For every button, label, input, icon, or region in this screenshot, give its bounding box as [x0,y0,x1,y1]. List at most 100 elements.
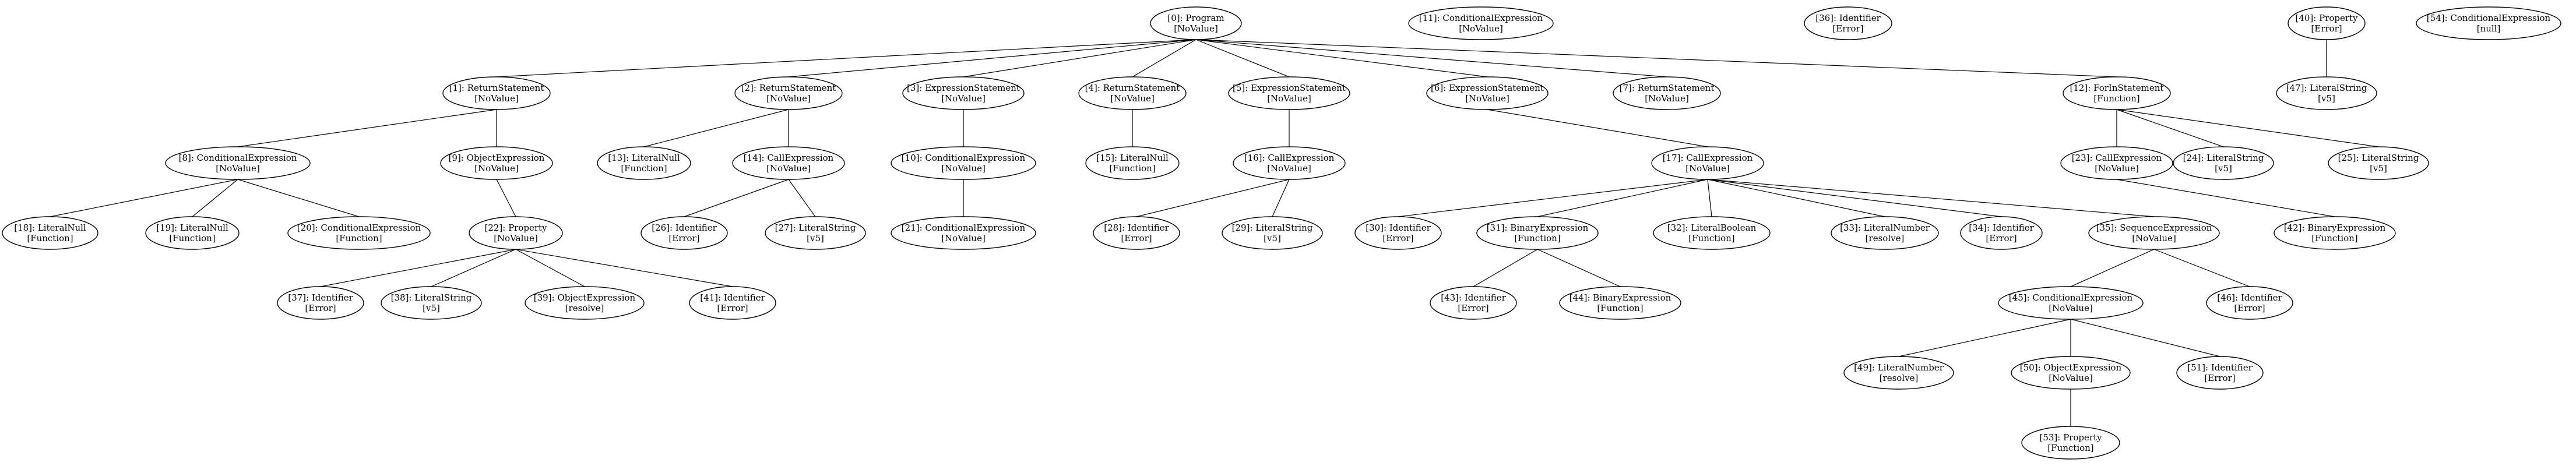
node-35: [35]: SequenceExpression[NoValue] [2088,216,2220,250]
node-ellipse [2416,6,2561,40]
edge-17-33 [1707,179,1885,217]
edge-0-3 [963,39,1196,77]
node-5: [5]: ExpressionStatement[NoValue] [1228,76,1350,110]
node-49: [49]: LiteralNumber[resolve] [1843,356,1954,390]
node-label: [24]: LiteralString [2183,153,2264,163]
node-label: [11]: ConditionalExpression [1419,13,1543,23]
node-44: [44]: BinaryExpression[Function] [1559,286,1681,320]
node-value: [v5] [423,303,440,313]
edge-8-19 [192,179,238,217]
node-label: [22]: Property [484,223,547,233]
node-20: [20]: ConditionalExpression[Function] [287,216,431,250]
edge-0-4 [1132,39,1196,77]
node-40: [40]: Property[Error] [2288,6,2366,40]
node-ellipse [2063,76,2171,110]
node-label: [17]: CallExpression [1663,153,1753,163]
node-label: [3]: ExpressionStatement [907,83,1020,93]
node-value: [NoValue] [1465,93,1509,104]
node-value: [v5] [2215,163,2232,174]
node-label: [51]: Identifier [2187,362,2253,373]
node-value: [Function] [2047,443,2093,453]
node-label: [44]: BinaryExpression [1569,292,1671,303]
node-label: [53]: Property [2039,432,2102,443]
node-16: [16]: CallExpression[NoValue] [1233,146,1346,180]
node-ellipse [1653,216,1771,250]
node-value: [NoValue] [2049,373,2093,383]
edge-0-1 [496,39,1196,77]
node-28: [28]: Identifier[Error] [1093,216,1180,250]
node-value: [Function] [1688,233,1734,243]
node-value: [Function] [1109,163,1155,174]
node-ellipse [165,146,311,180]
edge-12-25 [2116,109,2379,147]
node-label: [30]: Identifier [1366,223,1431,233]
node-ellipse [1613,76,1721,110]
node-ellipse [1222,216,1323,250]
edge-35-45 [2070,249,2155,287]
node-53: [53]: Property[Function] [2021,426,2120,460]
node-ellipse [689,286,776,320]
node-value: [NoValue] [474,163,519,174]
node-ellipse [734,76,843,110]
node-label: [10]: ConditionalExpression [902,153,1026,163]
node-value: [NoValue] [2049,303,2093,313]
node-label: [18]: LiteralNull [14,223,86,233]
edge-17-31 [1537,179,1708,217]
node-label: [43]: Identifier [1441,292,1506,303]
edge-17-30 [1398,179,1708,217]
node-37: [37]: Identifier[Error] [277,286,364,320]
node-label: [25]: LiteralString [2338,153,2419,163]
node-7: [7]: ReturnStatement[NoValue] [1613,76,1721,110]
edge-45-49 [1898,319,2071,357]
edge-14-27 [788,179,816,217]
node-value: [v5] [2370,163,2387,174]
node-label: [16]: CallExpression [1244,153,1335,163]
edge-16-29 [1272,179,1290,217]
node-value: [NoValue] [941,233,986,243]
node-label: [50]: ObjectExpression [2020,362,2122,373]
node-ellipse [440,146,553,180]
edge-45-51 [2070,319,2220,357]
node-value: [Function] [169,233,215,243]
edge-2-13 [643,109,789,147]
node-ellipse [469,216,563,250]
node-value: [NoValue] [941,93,986,104]
node-ellipse [2206,286,2293,320]
node-6: [6]: ExpressionStatement[NoValue] [1426,76,1549,110]
node-ellipse [2021,426,2120,460]
node-label: [36]: Identifier [1815,13,1881,23]
node-12: [12]: ForInStatement[Function] [2063,76,2171,110]
edge-22-39 [515,249,585,287]
node-ellipse [2,216,98,250]
node-value: [NoValue] [2132,233,2176,243]
node-31: [31]: BinaryExpression[Function] [1476,216,1599,250]
node-ellipse [2088,216,2220,250]
node-54: [54]: ConditionalExpression[null] [2416,6,2561,40]
node-label: [41]: Identifier [700,292,765,303]
edge-22-37 [320,249,516,287]
node-label: [32]: LiteralBoolean [1667,223,1757,233]
node-value: [NoValue] [766,93,811,104]
node-value: [Function] [2093,93,2139,104]
node-value: [Error] [717,303,748,313]
node-label: [29]: LiteralString [1232,223,1313,233]
node-value: [Error] [1382,233,1413,243]
edge-0-6 [1195,39,1488,77]
node-label: [9]: ObjectExpression [449,153,545,163]
node-layer: [0]: Program[NoValue][1]: ReturnStatemen… [2,6,2561,460]
node-label: [5]: ExpressionStatement [1233,83,1346,93]
edge-31-44 [1537,249,1621,287]
node-ellipse [2176,356,2264,390]
node-value: [Error] [1832,23,1863,34]
node-label: [4]: ReturnStatement [1085,83,1180,93]
node-value: [NoValue] [1110,93,1155,104]
node-38: [38]: LiteralString[v5] [381,286,482,320]
node-label: [13]: LiteralNull [608,153,680,163]
node-36: [36]: Identifier[Error] [1804,6,1892,40]
node-19: [19]: LiteralNull[Function] [145,216,240,250]
node-label: [14]: CallExpression [744,153,834,163]
node-22: [22]: Property[NoValue] [469,216,563,250]
node-ellipse [1559,286,1681,320]
node-25: [25]: LiteralString[v5] [2328,146,2429,180]
